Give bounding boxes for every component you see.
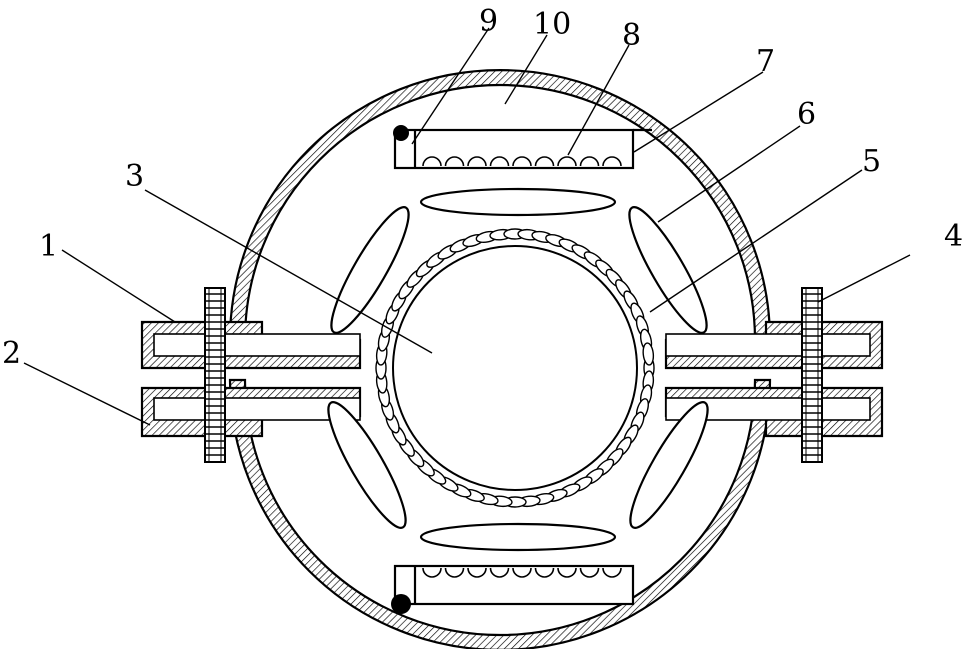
left-upper-flange [142, 322, 360, 368]
left-lower-flange [142, 388, 360, 436]
label-1: 1 [39, 229, 58, 264]
central-shaft [376, 229, 655, 508]
label-3: 3 [125, 159, 144, 194]
label-7: 7 [756, 44, 775, 79]
top-heater-box [395, 130, 652, 168]
right-bolt [802, 288, 822, 462]
label-8: 8 [622, 18, 641, 53]
label-5: 5 [862, 144, 881, 179]
bottom-pivot-dot [391, 594, 411, 614]
top-pivot-dot [393, 125, 409, 141]
label-4: 4 [944, 219, 963, 254]
label-9: 9 [479, 4, 498, 39]
bottom-heater-box [395, 566, 633, 604]
left-bolt [205, 288, 225, 462]
label-6: 6 [797, 97, 816, 132]
label-10: 10 [533, 7, 571, 42]
label-2: 2 [2, 336, 21, 371]
